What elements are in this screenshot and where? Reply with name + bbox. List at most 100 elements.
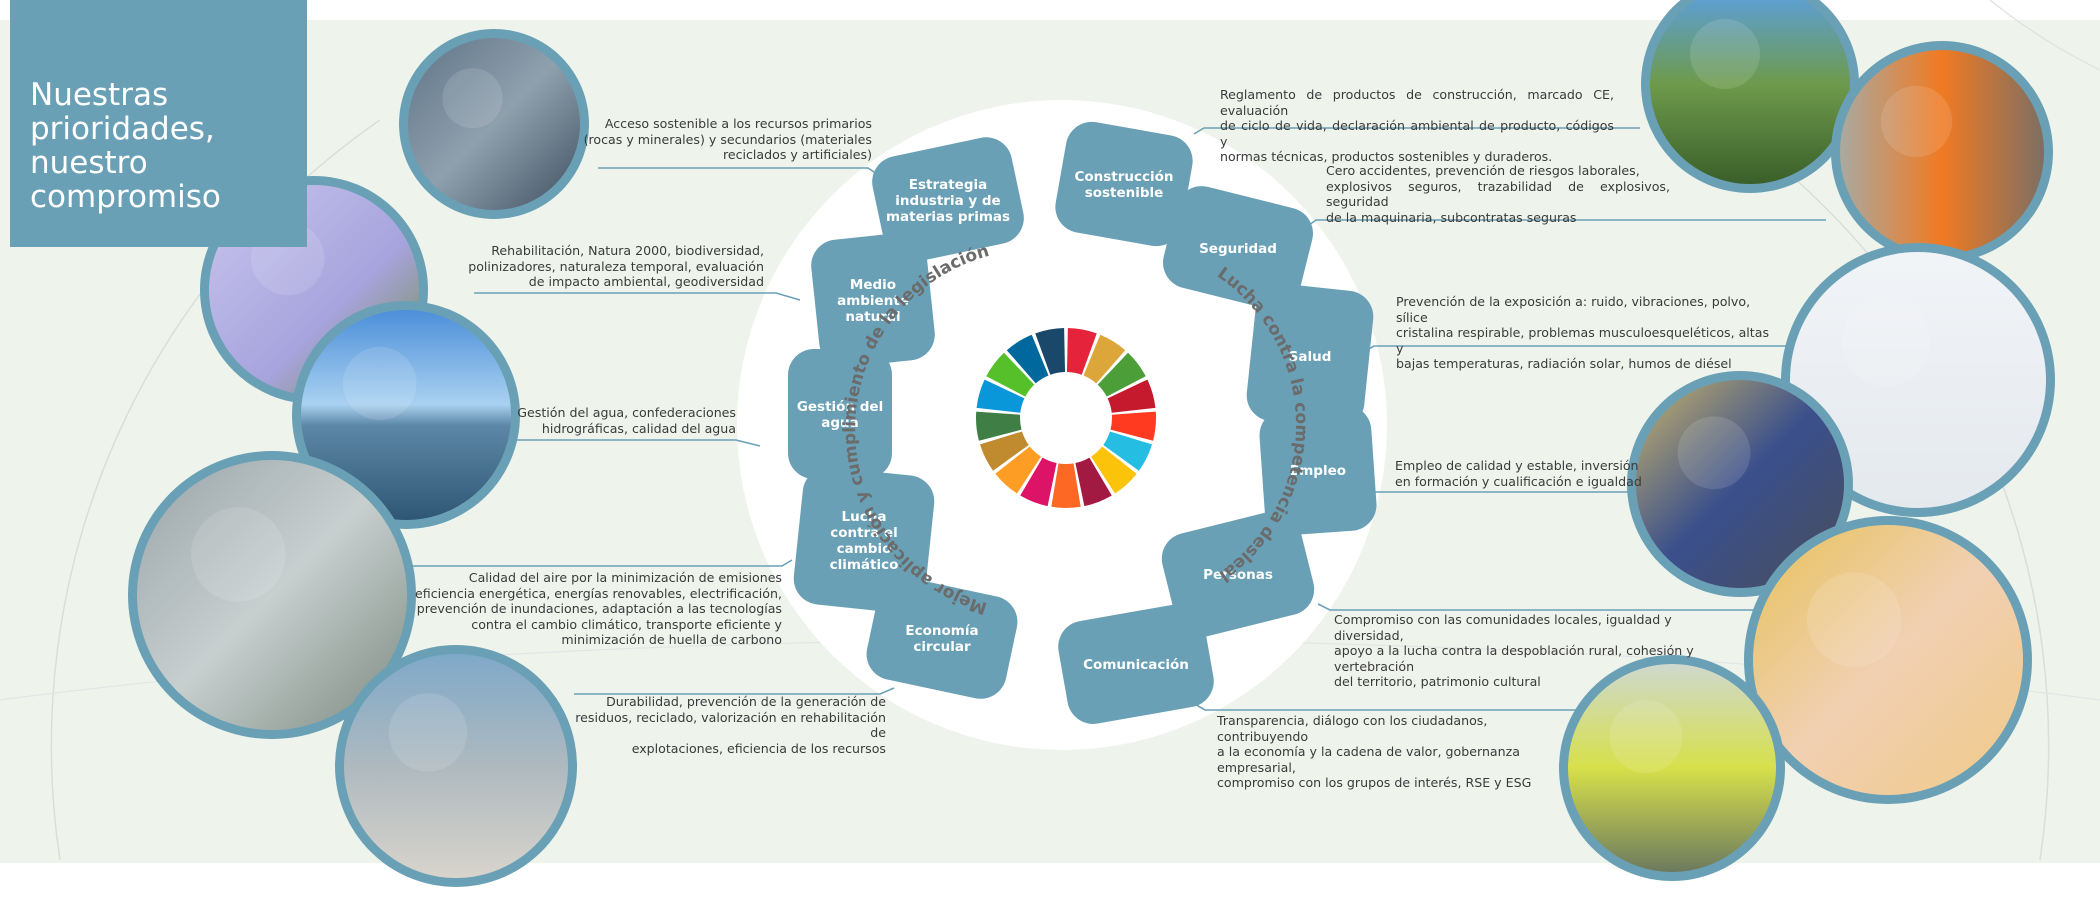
connector-line (474, 292, 801, 301)
description-line: Acceso sostenible a los recursos primari… (604, 116, 872, 131)
title-line: compromiso (30, 179, 221, 215)
photo-image (1650, 0, 1850, 184)
segment-shape (1246, 283, 1374, 429)
segment-label: cambio (837, 541, 892, 557)
connector-line (574, 687, 895, 695)
segment-shape (1161, 510, 1315, 638)
segment-label: Economía (905, 623, 978, 639)
photo-highlight (442, 68, 503, 129)
segment-label: Construcción (1074, 169, 1173, 185)
photo-highlight (388, 693, 468, 772)
description-line: prevención de inundaciones, adaptación a… (416, 601, 782, 617)
segment-safety: Seguridad (1163, 186, 1313, 310)
segment-label: climático (830, 557, 899, 573)
photo-highlight (1880, 85, 1953, 158)
sdg-wheel-segment (1051, 463, 1081, 508)
description-line: explotaciones, eficiencia de los recurso… (631, 740, 886, 756)
sdg-wheel-segment (986, 352, 1035, 397)
photo-image (1840, 50, 2044, 254)
description-line: Transparencia, diálogo con los ciudadano… (1217, 713, 1488, 744)
photo-image (137, 460, 407, 730)
description-line: de la maquinaria, subcontratas seguras (1326, 209, 1577, 225)
description-line: Calidad del aire por la minimización de … (468, 570, 782, 585)
description-line: Reglamento de productos de construcción,… (1220, 87, 1614, 118)
sdg-wheel-segment (1066, 328, 1097, 375)
sdg-wheel-segment (995, 446, 1041, 494)
description-line: Empleo de calidad y estable, inversión (1395, 458, 1639, 473)
sdg-wheel-segment (1035, 328, 1066, 375)
description-line: Prevención de la exposición a: ruido, vi… (1396, 294, 1751, 325)
connector-line (1317, 603, 1764, 611)
description-line: en formación y cualificación e igualdad (1395, 473, 1642, 489)
photo-image (344, 654, 568, 878)
photo-image (1568, 664, 1776, 872)
sdg-wheel-segment (1110, 411, 1156, 441)
photo-highlight (191, 507, 286, 602)
description-line: del territorio, patrimonio cultural (1334, 674, 1541, 690)
description-line: Durabilidad, prevención de la generación… (606, 694, 886, 709)
segment-label: contra el (830, 525, 898, 541)
description-circular-economy: Durabilidad, prevención de la generación… (574, 694, 886, 756)
segment-label: Seguridad (1199, 241, 1277, 257)
description-line: Gestión del agua, confederaciones (517, 405, 736, 420)
photo-highlight (1609, 700, 1683, 774)
photo-image (1636, 380, 1844, 588)
segment-label: industria y de (895, 193, 1000, 209)
description-line: minimización de huella de carbono (561, 632, 782, 648)
description-line: explosivos seguros, trazabilidad de expl… (1326, 178, 1670, 210)
photo-image (301, 310, 511, 520)
sdg-wheel-segment (976, 411, 1022, 441)
segment-shape (793, 467, 935, 613)
segment-shape (811, 232, 935, 368)
description-line: cristalina respirable, problemas musculo… (1396, 325, 1770, 356)
description-people: Compromiso con las comunidades locales, … (1334, 612, 1734, 690)
quarry-photo-icon (399, 29, 589, 219)
segment-communication: Comunicación (1058, 604, 1214, 724)
description-line: de impacto ambiental, geodiversidad (528, 274, 764, 290)
segment-label: materias primas (886, 209, 1010, 225)
description-line: de ciclo de vida, declaración ambiental … (1220, 118, 1614, 149)
description-strategy: Acceso sostenible a los recursos primari… (572, 116, 872, 163)
segment-label: Estrategia (909, 177, 988, 193)
excavator-gravel-photo-icon (335, 645, 577, 887)
description-line: hidrográficas, calidad del agua (541, 420, 736, 436)
description-line: (rocas y minerales) y secundarios (mater… (583, 131, 872, 147)
sdg-wheel-segment (1103, 431, 1153, 471)
photo-highlight (1841, 296, 1931, 387)
segment-label: ambiente (837, 293, 909, 309)
description-line: polinizadores, naturaleza temporal, eval… (468, 258, 764, 274)
segment-shape (1055, 121, 1193, 247)
description-line: normas técnicas, productos sostenibles y… (1220, 149, 1553, 165)
title-block: Nuestras prioridades, nuestro compromiso (10, 0, 307, 247)
photo-bubbles (128, 0, 2055, 887)
connector-line (1193, 127, 1640, 135)
sdg-wheel-segment (1107, 379, 1156, 413)
hardhat-worker-photo-icon (1781, 243, 2055, 517)
safety-worker-photo-icon (1831, 41, 2053, 263)
connector-line (410, 559, 793, 567)
description-line: reciclados y artificiales) (722, 147, 872, 163)
photo-highlight (1807, 572, 1902, 667)
photo-image (408, 38, 580, 210)
sdg-wheel (976, 328, 1156, 508)
connector-line (516, 439, 761, 447)
segment-label: Comunicación (1083, 657, 1189, 673)
sdg-wheel-segment (979, 431, 1029, 471)
photo-highlight (1690, 19, 1760, 89)
segment-label: Medio (850, 277, 896, 293)
segment-label: Empleo (1290, 463, 1346, 479)
segment-shape (788, 349, 892, 479)
segment-label: agua (821, 415, 859, 431)
description-line: residuos, reciclado, valorización en reh… (575, 709, 886, 741)
description-line: eficiencia energética, energías renovabl… (415, 585, 782, 601)
machine-operator-photo-icon (1627, 371, 1853, 597)
description-line: Rehabilitación, Natura 2000, biodiversid… (491, 243, 764, 258)
child-painted-hands-photo-icon (1744, 516, 2032, 804)
